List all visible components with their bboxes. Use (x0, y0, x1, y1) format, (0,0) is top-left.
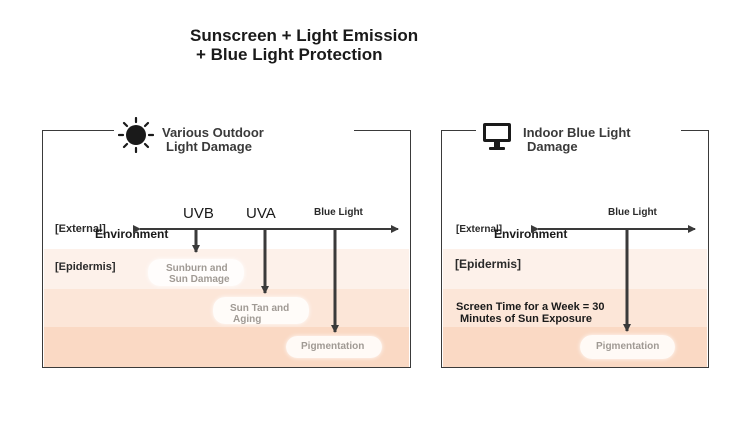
monitor-icon (483, 123, 511, 150)
sun-icon (118, 117, 154, 153)
effect-sunburn-line-1: Sunburn and (166, 263, 228, 274)
effect-pigmentation-outdoor-text: Pigmentation (301, 341, 365, 352)
outdoor-heading-line-1: Various Outdoor (162, 125, 264, 140)
outdoor-heading-line-2: Light Damage (166, 139, 252, 154)
effect-sunburn-line-2: Sun Damage (169, 274, 230, 285)
title-line-1: Sunscreen + Light Emission (190, 26, 419, 45)
screen-time-note: Screen Time for a Week = 30 Minutes of S… (456, 301, 604, 325)
screen-time-note-line-1: Screen Time for a Week = 30 (456, 301, 605, 313)
indoor-heading-line-1: Indoor Blue Light (523, 125, 631, 140)
outdoor-external-label: [External] (55, 223, 106, 235)
effect-sunburn: Sunburn and Sun Damage (148, 259, 244, 286)
indoor-external-label: [External] (456, 224, 503, 235)
title-line-2: + Blue Light Protection (196, 45, 383, 64)
uva-label: UVA (246, 205, 276, 222)
effect-suntan: Sun Tan and Aging (213, 297, 309, 325)
indoor-blue-light-label: Blue Light (608, 207, 657, 218)
outdoor-panel-header: Various Outdoor Light Damage (114, 116, 354, 156)
effect-suntan-line-1: Sun Tan and (230, 303, 290, 314)
effect-pigmentation-indoor-text: Pigmentation (596, 341, 660, 352)
indoor-heading-line-2: Damage (527, 139, 578, 154)
indoor-skin-layer-epidermis (443, 249, 707, 289)
page-title: Sunscreen + Light Emission + Blue Light … (190, 26, 418, 64)
outdoor-blue-light-label: Blue Light (314, 207, 363, 218)
effect-pigmentation-outdoor: Pigmentation (286, 336, 382, 358)
effect-pigmentation-indoor: Pigmentation (580, 335, 675, 359)
outdoor-epidermis-label: [Epidermis] (55, 261, 116, 273)
indoor-panel-header: Indoor Blue Light Damage (476, 116, 681, 156)
indoor-epidermis-label: [Epidermis] (455, 257, 522, 271)
screen-time-note-line-2: Minutes of Sun Exposure (460, 313, 593, 325)
effect-suntan-line-2: Aging (233, 314, 262, 325)
indoor-skin-layer-middle (443, 289, 707, 327)
uvb-label: UVB (183, 205, 214, 222)
